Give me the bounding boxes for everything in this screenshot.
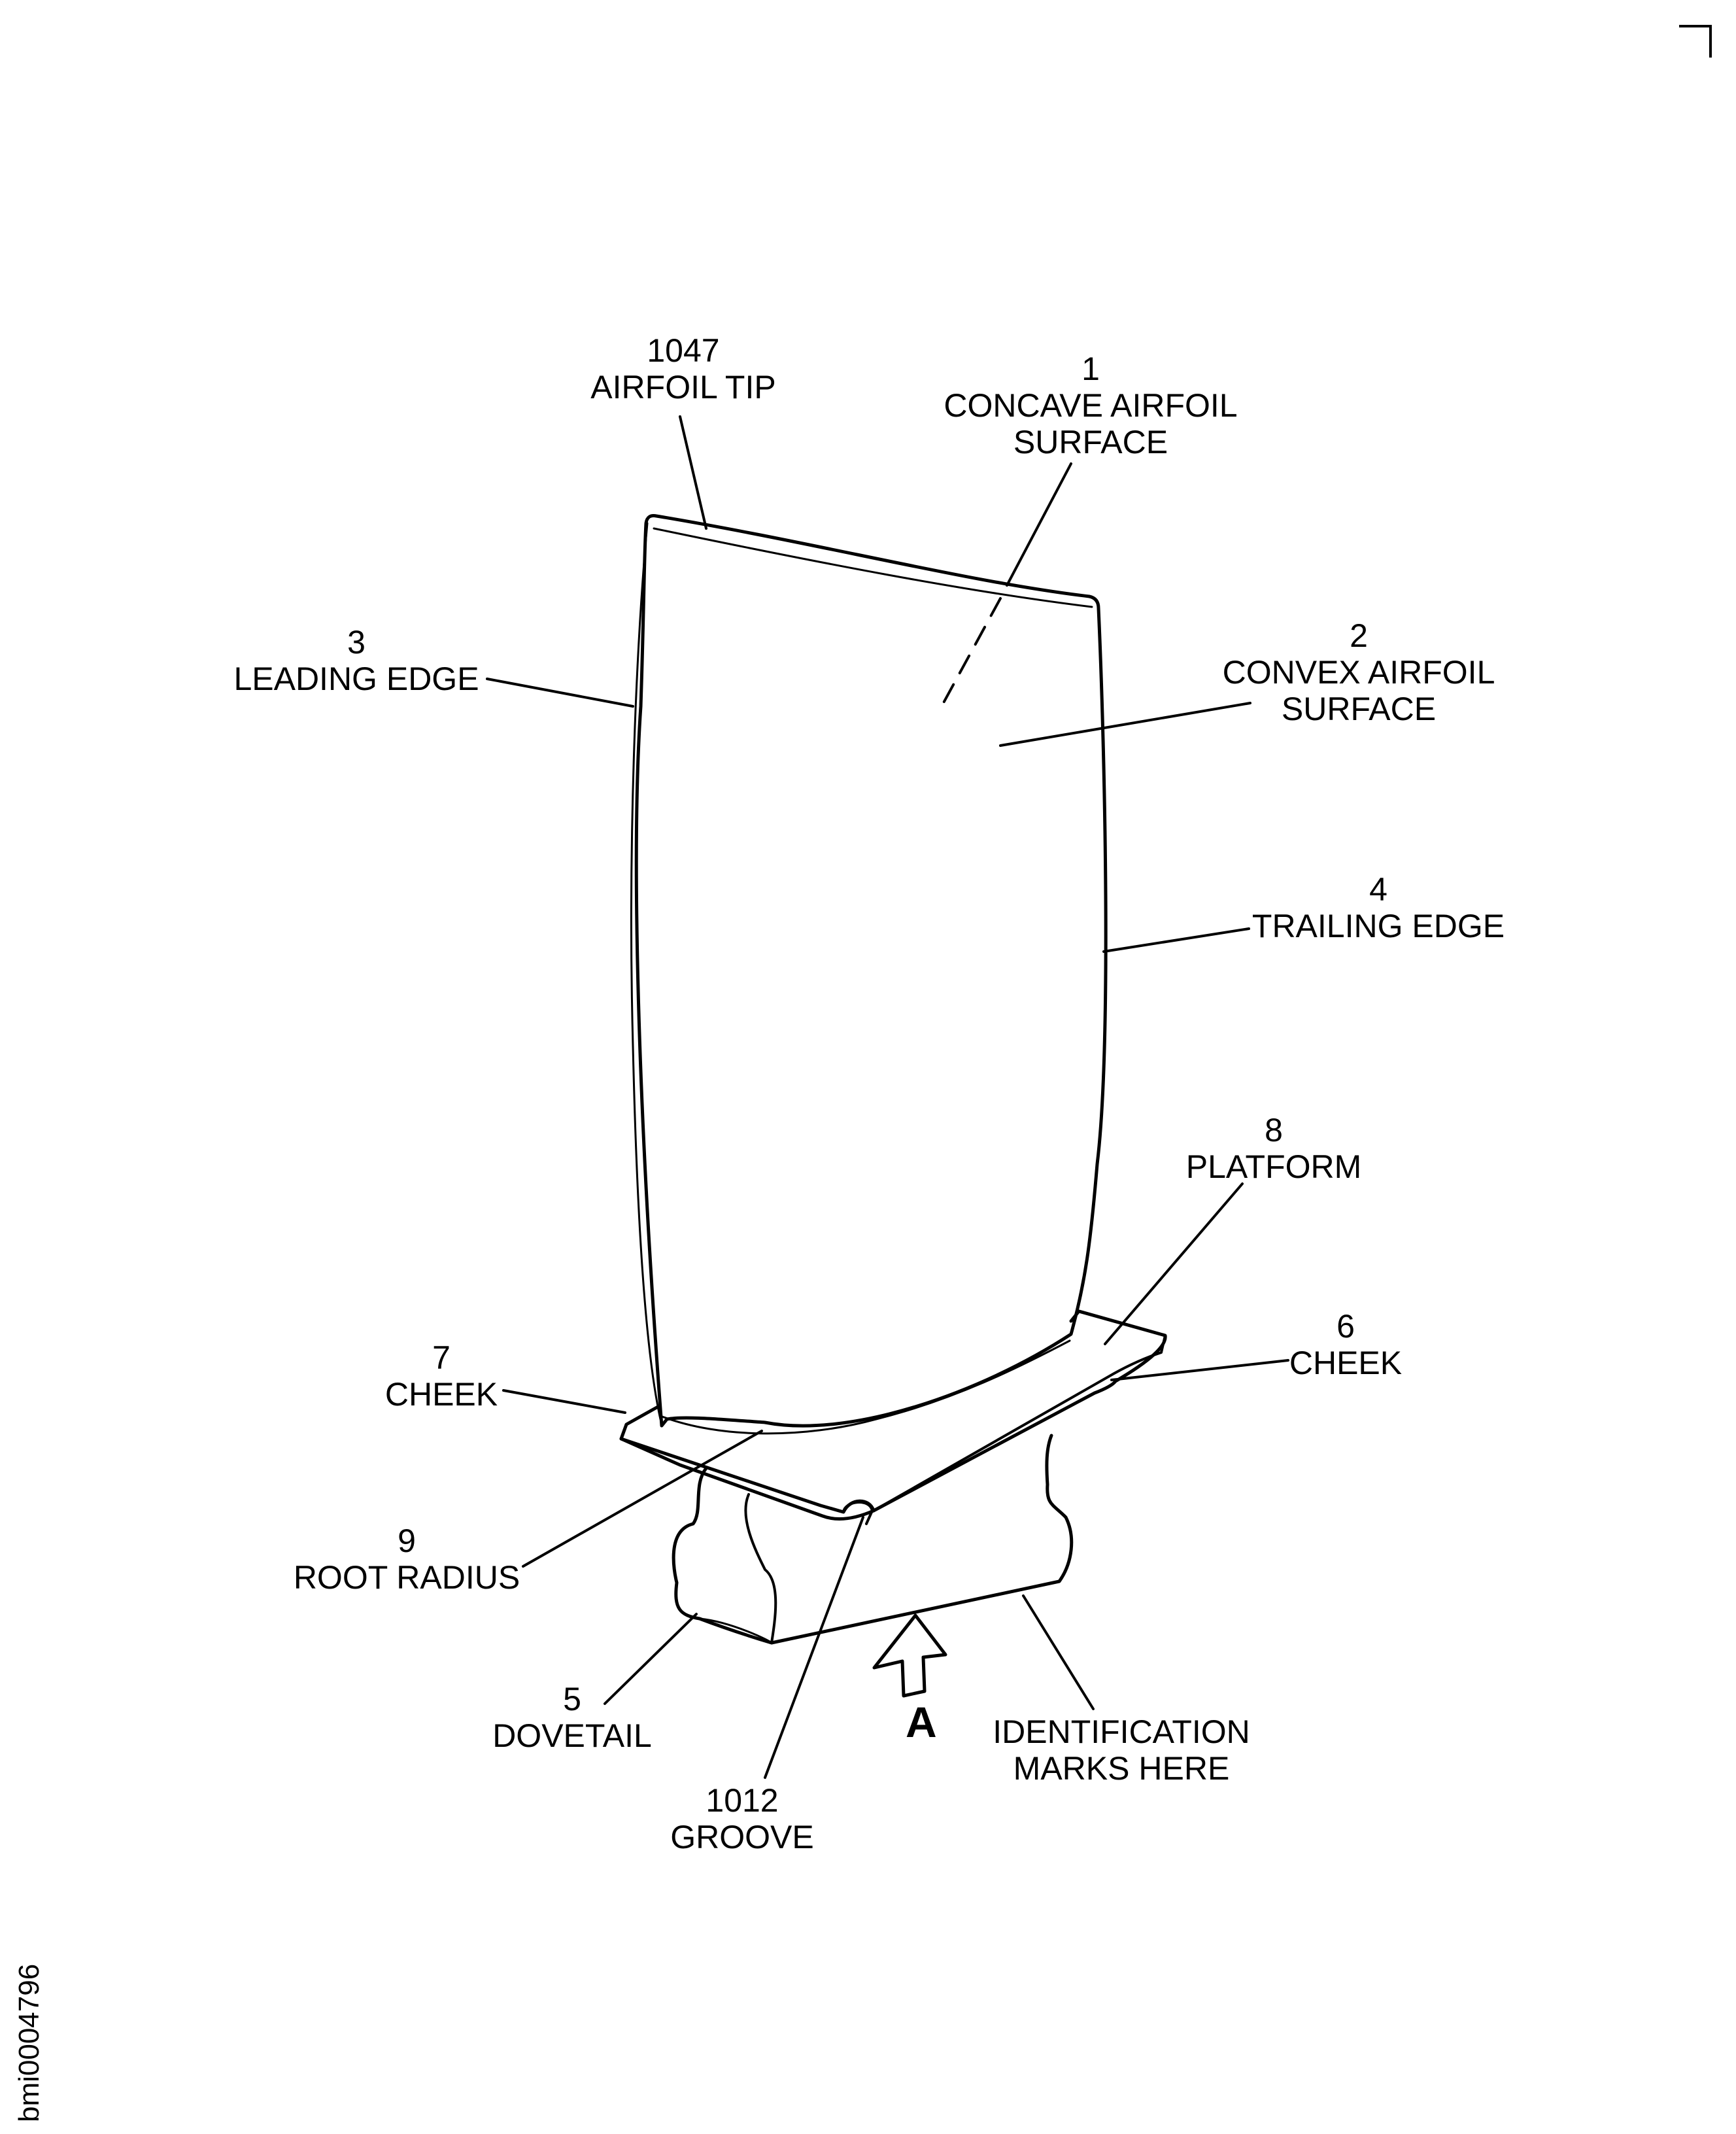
- callout-text: CHEEK: [1289, 1345, 1403, 1381]
- leader-cheek-left: [502, 1389, 626, 1414]
- label-concave-surface: 1 CONCAVE AIRFOIL SURFACE: [944, 351, 1237, 460]
- label-airfoil-tip: 1047 AIRFOIL TIP: [590, 332, 775, 405]
- callout-text: LEADING EDGE: [233, 661, 479, 697]
- callout-number: 1047: [647, 332, 720, 369]
- callout-number: 5: [563, 1681, 581, 1717]
- callout-text: CHEEK: [384, 1376, 498, 1413]
- callout-text: MARKS HERE: [1013, 1750, 1230, 1787]
- callout-number: 9: [398, 1523, 416, 1559]
- label-groove: 1012 GROOVE: [670, 1782, 813, 1855]
- dovetail-outline: [672, 1434, 1074, 1645]
- label-root-radius: 9 ROOT RADIUS: [294, 1523, 520, 1596]
- leader-id-marks: [1022, 1594, 1095, 1710]
- leader-airfoil-tip: [679, 415, 707, 530]
- callout-text: DOVETAIL: [492, 1717, 652, 1754]
- platform-front-edge: [619, 1437, 876, 1521]
- leader-concave-hidden: [940, 597, 1002, 708]
- corner-crop-mark: [1679, 25, 1712, 58]
- callout-text: TRAILING EDGE: [1251, 908, 1505, 944]
- callout-text: ROOT RADIUS: [293, 1559, 520, 1596]
- callout-number: 8: [1265, 1112, 1283, 1148]
- leader-concave-surface: [1006, 462, 1072, 587]
- callout-text: AIRFOIL TIP: [590, 369, 776, 405]
- callout-text: GROOVE: [670, 1819, 814, 1855]
- airfoil-tip-edge: [653, 527, 1093, 608]
- airfoil-outline: [634, 514, 1108, 1428]
- callout-number: 3: [347, 624, 366, 661]
- callout-text: IDENTIFICATION: [993, 1713, 1250, 1750]
- callout-number: 6: [1336, 1308, 1355, 1345]
- leader-trailing-edge: [1102, 927, 1250, 953]
- callout-number: 1012: [706, 1782, 779, 1819]
- label-cheek-left: 7 CHEEK: [385, 1339, 498, 1413]
- label-leading-edge: 3 LEADING EDGE: [233, 624, 479, 697]
- callout-number: 2: [1350, 617, 1368, 654]
- dovetail-front-face: [744, 1493, 777, 1644]
- leader-groove: [764, 1516, 864, 1779]
- callout-text: CONCAVE AIRFOIL: [944, 387, 1238, 424]
- callout-text: SURFACE: [1281, 691, 1437, 727]
- label-dovetail: 5 DOVETAIL: [492, 1681, 652, 1754]
- label-identification-marks: IDENTIFICATION MARKS HERE: [993, 1713, 1250, 1787]
- callout-text: SURFACE: [1013, 424, 1168, 460]
- leader-lines: [486, 415, 1289, 1779]
- root-radius-fillet: [659, 1339, 1071, 1435]
- dovetail-end-lobe: [698, 1617, 773, 1644]
- callout-text: PLATFORM: [1185, 1148, 1362, 1185]
- label-cheek-right: 6 CHEEK: [1289, 1308, 1402, 1381]
- callout-number: 1: [1081, 351, 1100, 387]
- callout-number: 7: [432, 1339, 451, 1376]
- callout-text: CONVEX AIRFOIL: [1222, 654, 1495, 691]
- leading-edge-line: [630, 522, 662, 1420]
- leader-convex-surface: [999, 702, 1251, 747]
- view-letter-a: A: [906, 1698, 937, 1746]
- leader-dovetail: [604, 1613, 698, 1705]
- label-trailing-edge: 4 TRAILING EDGE: [1252, 871, 1505, 944]
- leader-platform: [1104, 1182, 1244, 1345]
- callout-number: 4: [1369, 871, 1387, 908]
- leader-leading-edge: [486, 678, 634, 708]
- groove-shape: [842, 1501, 874, 1525]
- label-platform: 8 PLATFORM: [1186, 1112, 1362, 1185]
- view-arrow-a: [872, 1613, 947, 1698]
- platform-side-edge: [872, 1334, 1166, 1512]
- label-convex-surface: 2 CONVEX AIRFOIL SURFACE: [1223, 617, 1495, 727]
- leader-root-radius: [522, 1430, 763, 1568]
- figure-id: bmi0004796: [13, 1963, 45, 2122]
- leader-cheek-right: [1110, 1359, 1289, 1381]
